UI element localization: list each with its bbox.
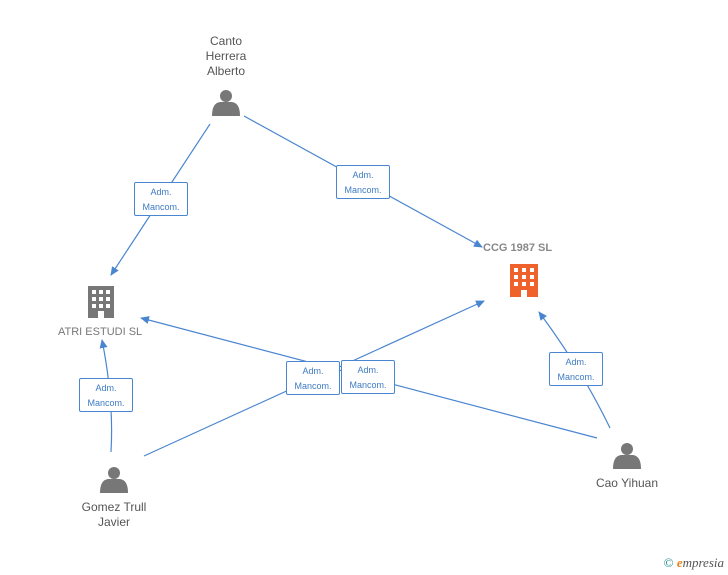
company-label-atri: ATRI ESTUDI SL bbox=[58, 326, 143, 338]
edge-label-line: Mancom. bbox=[142, 202, 180, 212]
company-label-ccg: CCG 1987 SL bbox=[483, 242, 553, 254]
edge-label-line: Adm. bbox=[302, 366, 324, 376]
copyright-icon: © bbox=[663, 555, 674, 570]
building-icon[interactable] bbox=[510, 264, 538, 297]
building-icon[interactable] bbox=[88, 286, 114, 318]
edge-label-line: Mancom. bbox=[557, 372, 595, 382]
person-icon[interactable] bbox=[100, 467, 128, 493]
edge-label-line: Adm. bbox=[352, 170, 374, 180]
name-line: Canto bbox=[209, 34, 243, 48]
person-icon[interactable] bbox=[613, 443, 641, 469]
edge-label-gomez-atri[interactable]: Adm. Mancom. bbox=[79, 378, 133, 412]
edge-label-line: Mancom. bbox=[344, 185, 382, 195]
brand-logo-letter: e bbox=[676, 555, 683, 570]
name-line: Alberto bbox=[206, 64, 246, 78]
edge-label-gomez-ccg[interactable]: Adm. Mancom. bbox=[341, 360, 395, 394]
edge-label-canto-atri[interactable]: Adm. Mancom. bbox=[134, 182, 188, 216]
edge-label-canto-ccg[interactable]: Adm. Mancom. bbox=[336, 165, 390, 199]
edge-label-cao-atri[interactable]: Adm. Mancom. bbox=[286, 361, 340, 395]
name-line: Herrera bbox=[205, 49, 247, 63]
edge-label-line: Mancom. bbox=[294, 381, 332, 391]
person-icon[interactable] bbox=[212, 90, 240, 116]
edge-label-line: Mancom. bbox=[349, 380, 387, 390]
brand-footer[interactable]: © empresia bbox=[664, 555, 724, 571]
name-line: Cao Yihuan bbox=[595, 476, 659, 490]
person-label-canto: Canto Herrera Alberto bbox=[196, 34, 256, 79]
name-line: Javier bbox=[97, 515, 130, 529]
edge-label-line: Adm. bbox=[565, 357, 587, 367]
edge-label-line: Adm. bbox=[95, 383, 117, 393]
edge-label-line: Mancom. bbox=[87, 398, 125, 408]
edge-label-line: Adm. bbox=[357, 365, 379, 375]
person-label-cao: Cao Yihuan bbox=[585, 476, 669, 491]
person-label-gomez: Gomez Trull Javier bbox=[72, 500, 156, 530]
name-line: Gomez Trull bbox=[81, 500, 147, 514]
brand-logo-text: mpresia bbox=[682, 555, 724, 570]
edge-label-cao-ccg[interactable]: Adm. Mancom. bbox=[549, 352, 603, 386]
edge-label-line: Adm. bbox=[150, 187, 172, 197]
